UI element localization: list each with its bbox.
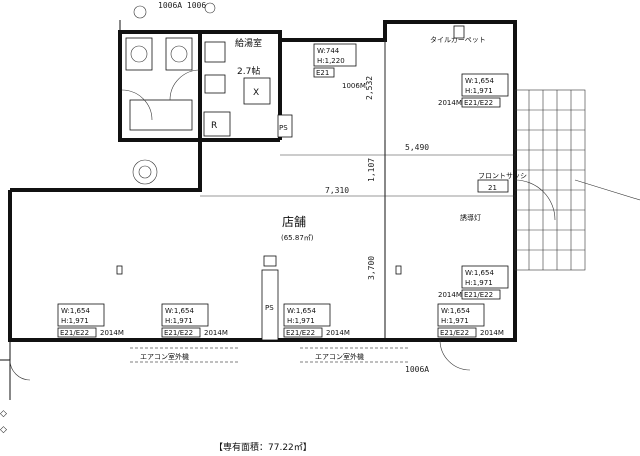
svg-text:E21/E22: E21/E22 xyxy=(464,291,493,299)
svg-text:2014M: 2014M xyxy=(100,329,124,337)
kitchen-room: 給湯室 2.7帖 X R PS xyxy=(203,37,293,138)
svg-text:H:1,971: H:1,971 xyxy=(61,317,89,325)
ac-right-label: エアコン室外機 xyxy=(315,352,364,361)
balcony-grid xyxy=(514,89,586,271)
front-sash-label: フロントサッシ xyxy=(478,172,527,180)
svg-text:W:1,654: W:1,654 xyxy=(465,269,494,277)
svg-text:2014M: 2014M xyxy=(480,329,504,337)
front-sash-no: 21 xyxy=(488,184,497,192)
kitchen-name: 給湯室 xyxy=(235,37,262,49)
svg-text:E21/E22: E21/E22 xyxy=(286,329,315,337)
svg-text:2014M: 2014M xyxy=(204,329,228,337)
svg-text:E21/E22: E21/E22 xyxy=(464,99,493,107)
ac-units: エアコン室外機 エアコン室外機 xyxy=(9,339,471,381)
window-spec-6: W:1,654 H:1,971 E21/E22 2014M xyxy=(283,303,350,338)
window-spec-3: W:1,654 H:1,971 E21/E22 2014M xyxy=(438,265,509,300)
dim-3700: 3,700 xyxy=(367,256,376,280)
top-code: 1006A 1006 xyxy=(158,1,206,10)
x-mark: X xyxy=(253,88,259,98)
svg-text:H:1,971: H:1,971 xyxy=(441,317,469,325)
walls xyxy=(0,20,517,400)
store-name: 店舗 xyxy=(282,215,306,229)
ac-left-label: エアコン室外機 xyxy=(140,352,189,361)
dim-1107: 1,107 xyxy=(367,158,376,182)
right-labels: タイルカーペット フロントサッシ 21 誘導灯 xyxy=(430,25,640,222)
diamond-mark-2: ◇ xyxy=(0,425,7,435)
dim-7310: 7,310 xyxy=(325,186,349,195)
svg-text:H:1,971: H:1,971 xyxy=(465,279,493,287)
svg-text:H:1,971: H:1,971 xyxy=(165,317,193,325)
svg-text:2014M: 2014M xyxy=(438,291,462,299)
svg-text:W:1,654: W:1,654 xyxy=(441,307,470,315)
svg-text:E21/E22: E21/E22 xyxy=(60,329,89,337)
window-spec-7: W:1,654 H:1,971 E21/E22 2014M xyxy=(437,303,504,338)
svg-text:2014M: 2014M xyxy=(438,99,462,107)
svg-text:W:1,654: W:1,654 xyxy=(165,307,194,315)
svg-text:E21/E22: E21/E22 xyxy=(164,329,193,337)
diamond-mark-1: ◇ xyxy=(0,409,7,419)
store-room: 店舗 (65.87㎡) xyxy=(116,215,402,275)
svg-text:W:1,654: W:1,654 xyxy=(465,77,494,85)
svg-text:H:1,971: H:1,971 xyxy=(465,87,493,95)
dimensions: 5,490 7,310 2,532 1,107 3,700 1006A 1006… xyxy=(158,1,515,374)
ps-column: PS xyxy=(261,255,279,341)
window-spec-1: W:744 H:1,220 E21 1006M xyxy=(313,43,366,90)
dim-1006a: 1006A xyxy=(405,365,429,374)
svg-text:2014M: 2014M xyxy=(326,329,350,337)
svg-text:W:744: W:744 xyxy=(317,47,340,55)
window-spec-5: W:1,654 H:1,971 E21/E22 2014M xyxy=(161,303,228,338)
r-mark: R xyxy=(211,121,217,131)
svg-text:E21/E22: E21/E22 xyxy=(440,329,469,337)
dim-2532: 2,532 xyxy=(365,76,374,100)
svg-text:W:1,654: W:1,654 xyxy=(61,307,90,315)
svg-text:W:1,654: W:1,654 xyxy=(287,307,316,315)
svg-text:1006M: 1006M xyxy=(342,82,366,90)
ps-label-kitchen: PS xyxy=(279,124,288,132)
tile-carpet-label: タイルカーペット xyxy=(430,35,486,44)
kitchen-size: 2.7帖 xyxy=(237,65,260,77)
svg-text:H:1,220: H:1,220 xyxy=(317,57,345,65)
store-area: (65.87㎡) xyxy=(281,234,314,242)
window-spec-4: W:1,654 H:1,971 E21/E22 2014M xyxy=(57,303,124,338)
dim-5490: 5,490 xyxy=(405,143,429,152)
window-spec-2: W:1,654 H:1,971 E21/E22 2014M xyxy=(438,73,509,108)
induction-light: 誘導灯 xyxy=(460,213,481,222)
toilet-area xyxy=(121,2,216,185)
svg-text:H:1,971: H:1,971 xyxy=(287,317,315,325)
svg-text:E21: E21 xyxy=(316,69,329,77)
ps-label-store: PS xyxy=(265,304,274,312)
total-area-label: 【専有面積：77.22㎡】 xyxy=(214,441,312,453)
